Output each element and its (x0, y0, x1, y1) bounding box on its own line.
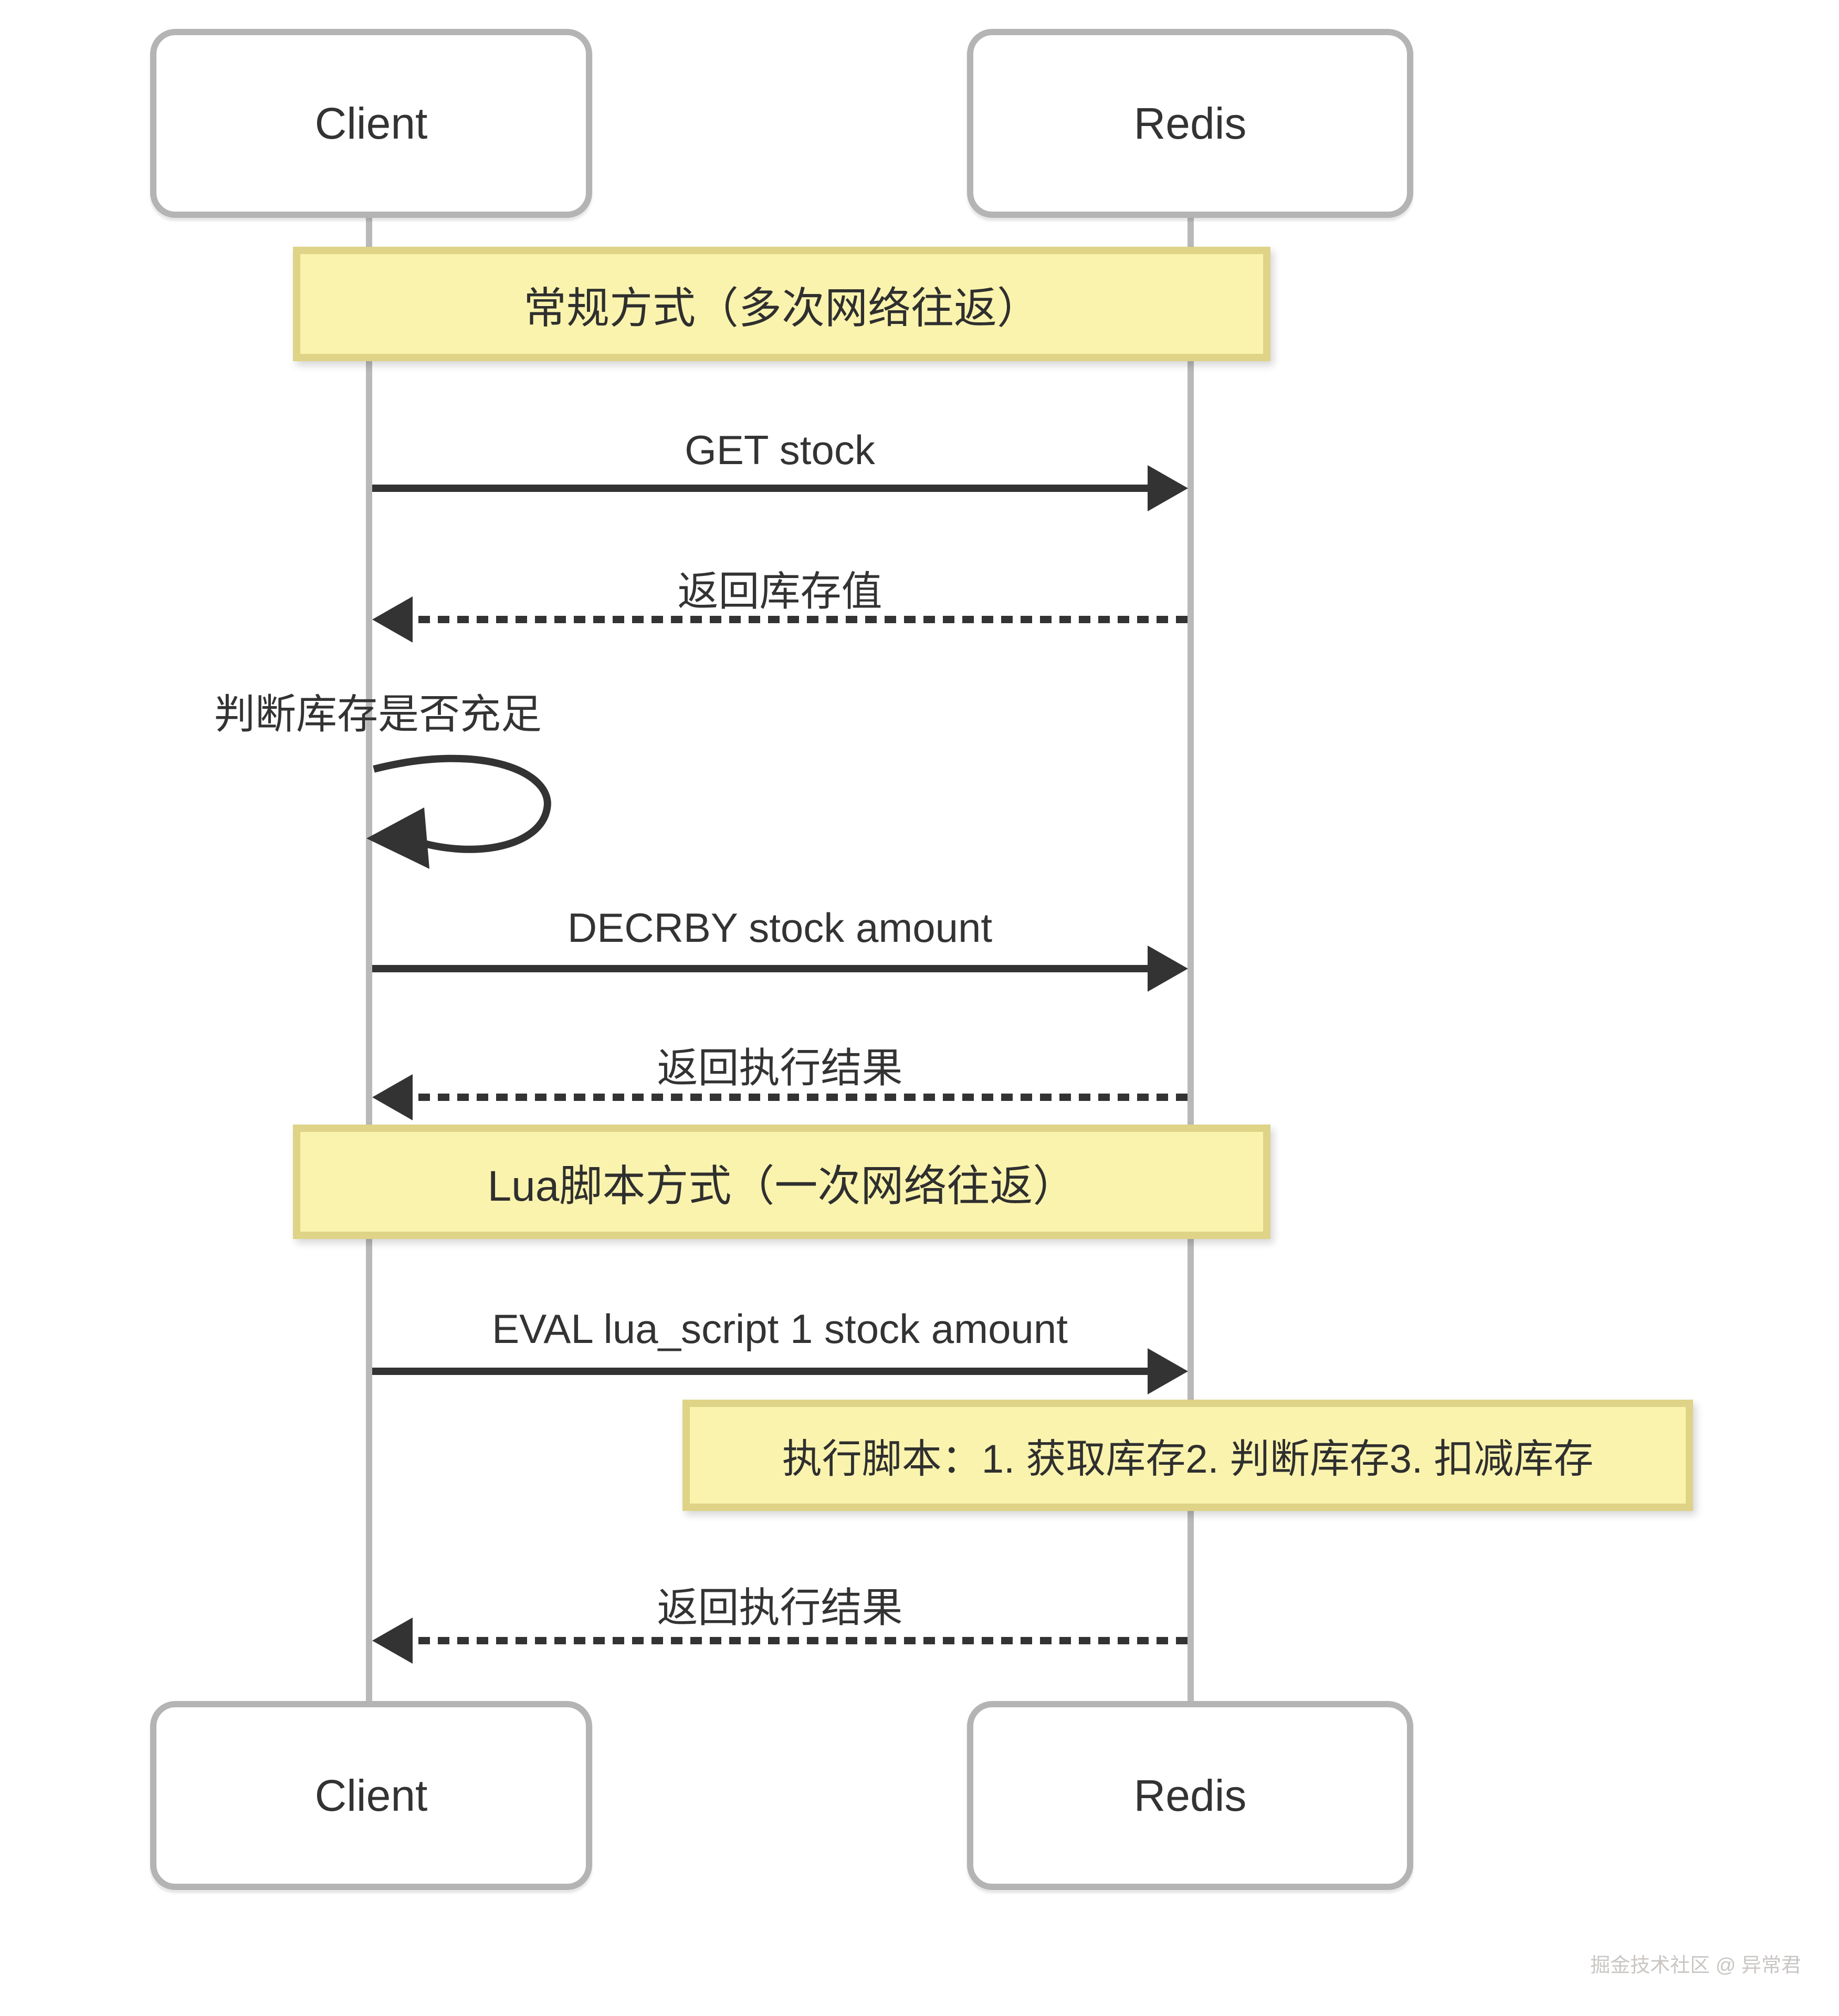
return-result-2-arrow-head (372, 1618, 413, 1664)
label-decrby: DECRBY stock amount (567, 905, 993, 951)
label-return-stock: 返回库存值 (677, 568, 882, 614)
banner-regular-mode: 常规方式（多次网络往返） (293, 247, 1270, 361)
participant-redis-top: Redis (967, 29, 1413, 218)
eval-arrow-head (1148, 1348, 1188, 1394)
return-result-1-arrow-head (372, 1074, 413, 1120)
check-stock-self-loop-head (366, 807, 429, 869)
participant-client-bottom: Client (150, 1701, 592, 1890)
label-get-stock: GET stock (685, 427, 875, 473)
decrby-arrow-head (1148, 946, 1188, 992)
label-return-result-1: 返回执行结果 (657, 1045, 903, 1091)
note-execute-script: 执行脚本：1. 获取库存2. 判断库存3. 扣减库存 (682, 1400, 1693, 1511)
label-return-result-2: 返回执行结果 (657, 1584, 903, 1631)
check-stock-self-loop (373, 754, 551, 853)
participant-client-top: Client (150, 29, 592, 218)
label-eval: EVAL lua_script 1 stock amount (492, 1306, 1068, 1352)
banner-lua-mode: Lua脚本方式（一次网络往返） (293, 1125, 1270, 1239)
label-check-stock: 判断库存是否充足 (214, 691, 542, 737)
participant-redis-bottom: Redis (967, 1701, 1413, 1890)
return-stock-arrow-head (372, 596, 413, 643)
get-stock-arrow-head (1148, 465, 1188, 511)
watermark-text: 掘金技术社区 @ 异常君 (1590, 1955, 1801, 1977)
